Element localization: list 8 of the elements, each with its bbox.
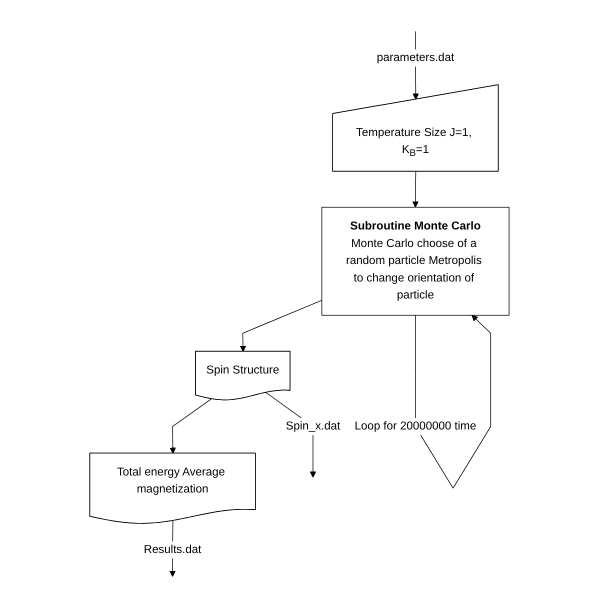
arrow — [239, 300, 322, 352]
node-box: Subroutine Monte Carlo Monte Carlo choose of a random particle Metropolis to change orientation of particle — [321, 206, 509, 316]
edge-label: Results.dat — [143, 544, 201, 556]
arrow — [412, 171, 418, 208]
edge-label: parameters.dat — [376, 52, 454, 64]
edge-label: Spin_x.dat — [285, 420, 340, 432]
edge-label: Loop for 20000000 time — [354, 420, 476, 432]
arrow — [169, 398, 212, 454]
